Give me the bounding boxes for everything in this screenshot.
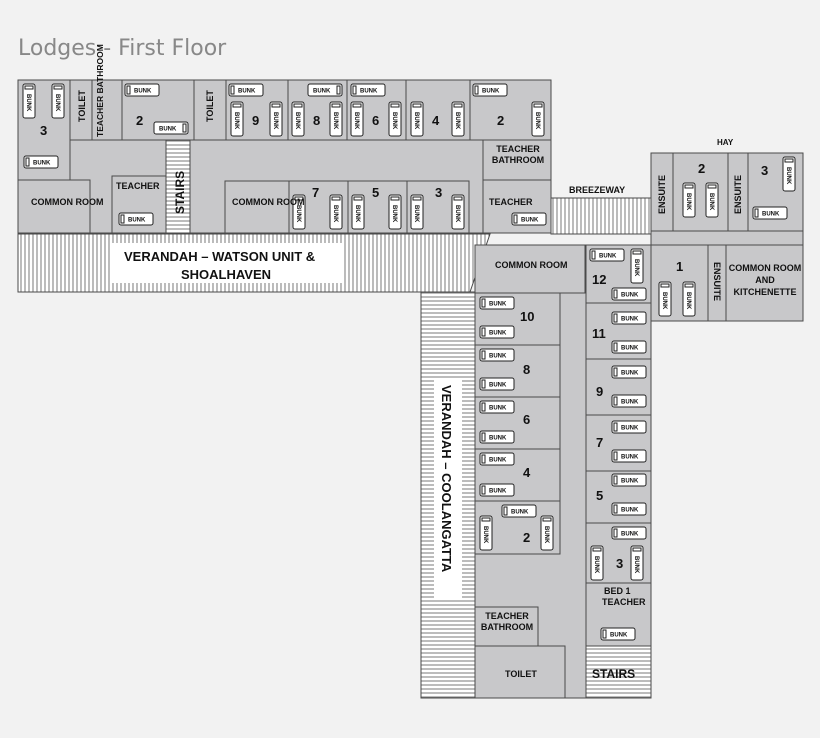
room-number: 8 — [523, 362, 530, 377]
room-number: 9 — [252, 113, 259, 128]
teacher-bathroom-label-fo: TEACHER BATHROOM — [491, 144, 545, 165]
room-number: 9 — [596, 384, 603, 399]
stairs-label: STAIRS — [592, 667, 635, 681]
room-number: 5 — [596, 488, 603, 503]
toilet-2 — [193, 79, 227, 141]
common-room-3 — [474, 244, 586, 294]
verandah-watson-label-line2: SHOALHAVEN — [181, 267, 271, 282]
verandah-coolangatta-label: VERANDAH – COOLANGATTA — [439, 385, 454, 573]
room-number: 3 — [616, 556, 623, 571]
room-number: 2 — [497, 113, 504, 128]
toilet-label: TOILET — [77, 90, 87, 122]
room-number: 8 — [313, 113, 320, 128]
room-number: 2 — [136, 113, 143, 128]
room-number: 7 — [312, 185, 319, 200]
common-room-label: COMMON ROOM — [232, 197, 305, 207]
kitchenette-label-fo: COMMON ROOM AND KITCHENETTE — [728, 263, 802, 297]
teacher-bathroom-3 — [474, 606, 539, 647]
room-number: 6 — [523, 412, 530, 427]
room-number: 3 — [761, 163, 768, 178]
teacher-bathroom-label-fo: TEACHER BATHROOM — [480, 611, 534, 632]
room-numbers: 3 2 9 8 6 4 2 7 5 3 2 3 1 10 8 6 4 2 12 … — [40, 113, 768, 571]
bed1-teacher — [585, 582, 652, 647]
teacher-label: TEACHER — [116, 181, 160, 191]
common-room-kitchenette — [725, 244, 804, 322]
room-number: 7 — [596, 435, 603, 450]
ensuite-label: ENSUITE — [657, 175, 667, 214]
teacher-bathroom-label: TEACHER BATHROOM — [95, 44, 105, 137]
room-number: 1 — [676, 259, 683, 274]
room-number: 4 — [432, 113, 440, 128]
breezeway — [550, 197, 652, 235]
teacher-label: TEACHER — [602, 597, 646, 607]
teacher-bathroom-label: TEACHER BATHROOM — [491, 144, 545, 165]
room-number: 12 — [592, 272, 606, 287]
common-room-kitchenette-label: COMMON ROOM AND KITCHENETTE — [728, 263, 802, 297]
room-number: 6 — [372, 113, 379, 128]
common-room-label: COMMON ROOM — [495, 260, 568, 270]
verandah-coolangatta-label-bg — [434, 380, 462, 600]
room-number: 11 — [592, 326, 606, 341]
teacher-label: TEACHER — [489, 197, 533, 207]
hay-building — [650, 152, 804, 322]
page-title: Lodges - First Floor — [18, 36, 227, 61]
verandah-watson-label-line1: VERANDAH – WATSON UNIT & — [124, 249, 315, 264]
stairs-label: STAIRS — [173, 171, 187, 214]
breezeway-label: BREEZEWAY — [569, 185, 625, 195]
toilet-label: TOILET — [205, 90, 215, 122]
hay-label: HAY — [717, 138, 734, 147]
stairs-bottom — [585, 645, 652, 699]
teacher-bathroom-label: TEACHER BATHROOM — [480, 611, 534, 632]
room-number: 3 — [40, 123, 47, 138]
common-room-2 — [224, 180, 290, 234]
room-number: 3 — [435, 185, 442, 200]
hay-room-2 — [672, 152, 729, 232]
stairs-top — [165, 139, 191, 234]
room-labels: TOILET TEACHER BATHROOM TOILET STAIRS CO… — [31, 44, 743, 681]
room-number: 10 — [520, 309, 534, 324]
room-number: 4 — [523, 465, 531, 480]
ensuite-label: ENSUITE — [733, 175, 743, 214]
ensuite-label: ENSUITE — [712, 262, 722, 301]
common-room-label: COMMON ROOM — [31, 197, 104, 207]
teacher-bathroom-2 — [482, 139, 552, 181]
room-number: 5 — [372, 185, 379, 200]
toilet-3 — [474, 645, 566, 699]
room-number: 2 — [698, 161, 705, 176]
verandah-watson-label-bg — [110, 243, 342, 283]
bed1-label: BED 1 — [604, 586, 631, 596]
toilet-label: TOILET — [505, 669, 537, 679]
room-number: 2 — [523, 530, 530, 545]
common-room-1 — [17, 179, 91, 234]
